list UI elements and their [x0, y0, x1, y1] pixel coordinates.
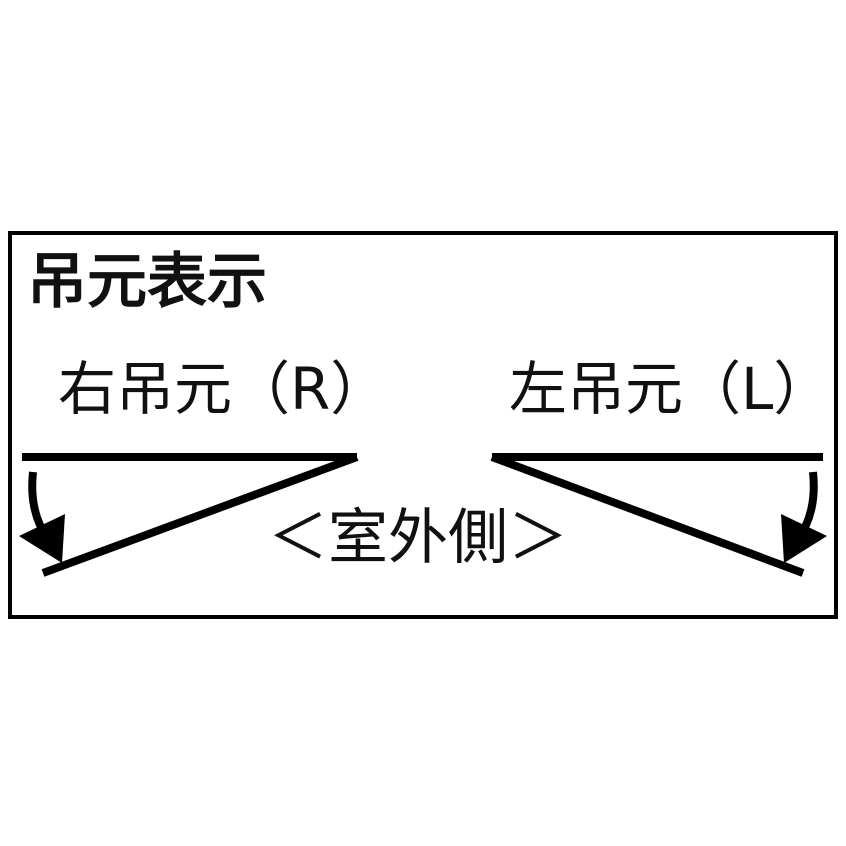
left-swing-arrow-icon [19, 471, 65, 563]
left-hinge-label: 左吊元（L） [509, 355, 832, 423]
right-hinge-label: 右吊元（R） [58, 355, 389, 423]
left-diagonal-line [41, 453, 359, 577]
exterior-side-label: ＜室外側＞ [268, 503, 568, 573]
diagram-frame [8, 231, 838, 619]
page-title: 吊元表示 [27, 247, 267, 317]
right-swing-arrow-icon [781, 471, 827, 563]
right-diagonal-line [490, 453, 805, 577]
